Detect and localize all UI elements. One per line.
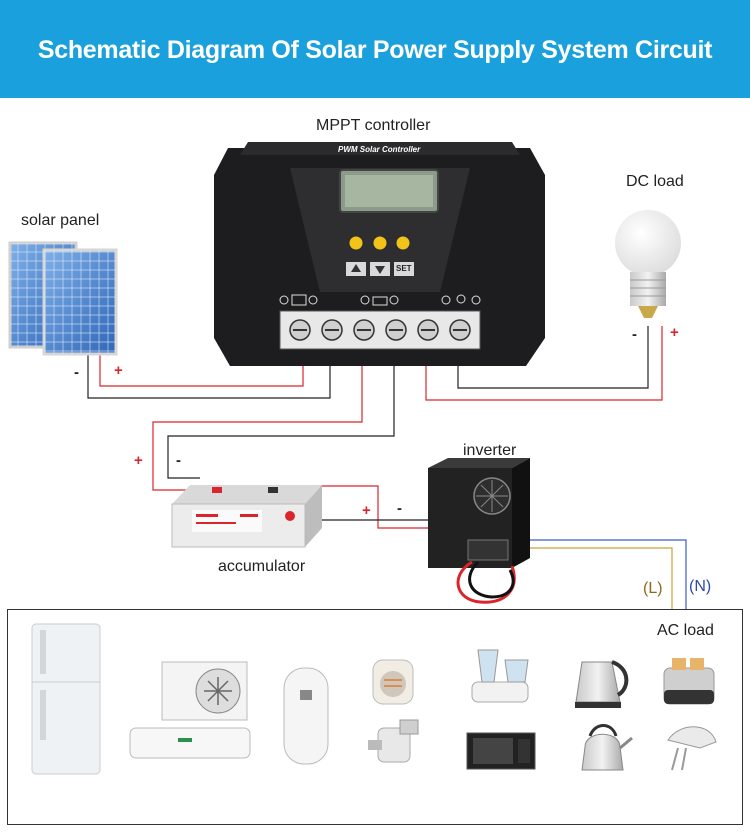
set-key-label: SET [396,264,412,273]
ac-load-box [7,609,743,825]
battery-positive-wire [152,352,363,491]
toaster-icon [663,658,715,705]
fan-heater-icon [372,659,414,705]
ac-live-wire [520,547,673,609]
hand-mixer-icon [667,726,717,771]
dc-minus-sign: - [632,326,637,343]
light-bulb-icon [615,210,681,318]
dc-negative-wire [457,326,649,389]
neutral-wire-label: (N) [689,578,712,595]
live-wire-label: (L) [643,580,663,597]
refrigerator-icon [31,623,101,775]
dc-positive-wire [425,326,663,401]
meat-grinder-icon [368,719,419,763]
page-title: Schematic Diagram Of Solar Power Supply … [37,36,713,64]
inverter-plus-sign: + [362,502,371,519]
inverter-minus-sign: - [397,500,402,517]
dc-load-label: DC load [626,173,684,190]
water-heater-icon [283,667,329,765]
dc-plus-sign: + [670,324,679,341]
title-banner [0,0,750,98]
battery-icon [171,485,322,548]
controller-brand-label: PWM Solar Controller [338,145,421,154]
battery-minus-sign: - [176,452,181,469]
solar-panel-icon [8,241,118,356]
kettle-icon [581,724,633,771]
electric-kettle-icon [575,660,629,708]
ac-neutral-wire [522,539,687,609]
microwave-icon [466,732,536,770]
ac-load-label: AC load [657,622,714,639]
inverter-icon [428,458,530,604]
solar-plus-sign: + [114,362,123,379]
solar-negative-wire [87,345,331,399]
battery-plus-sign: + [134,452,143,469]
controller-icon [214,142,545,366]
accumulator-label: accumulator [218,558,306,575]
solar-positive-wire [99,345,304,387]
solar-panel-label: solar panel [21,212,100,229]
juicer-icon [471,649,529,703]
mppt-controller-label: MPPT controller [316,117,431,134]
air-conditioner-icon [129,661,251,759]
solar-minus-sign: - [74,364,79,381]
inverter-label: inverter [463,442,517,459]
battery-negative-wire [167,352,395,479]
